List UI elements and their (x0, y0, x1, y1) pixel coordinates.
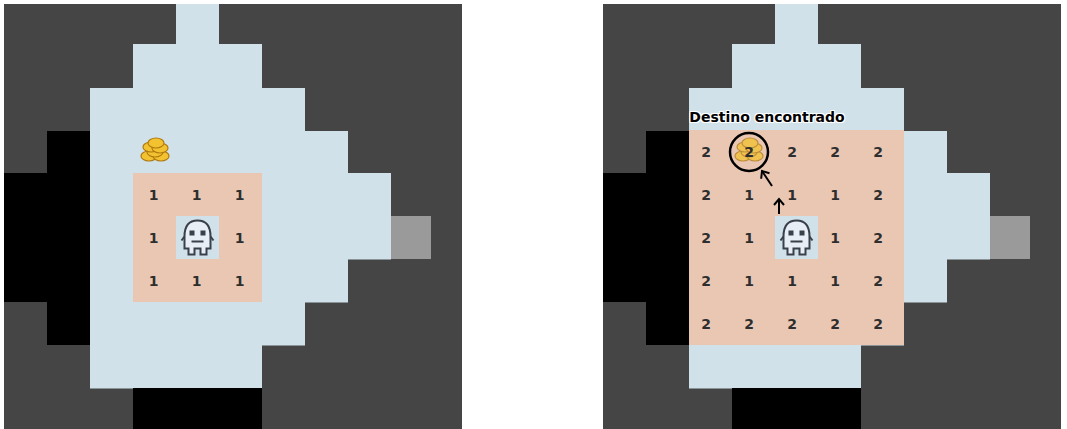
distance-number: 1 (787, 273, 797, 289)
distance-number: 1 (149, 187, 159, 203)
distance-number: 2 (744, 144, 754, 160)
door (391, 216, 431, 259)
distance-number: 1 (192, 273, 202, 289)
unexplored-area (133, 388, 262, 429)
distance-number: 2 (830, 316, 840, 332)
distance-number: 1 (235, 273, 245, 289)
distance-number: 1 (149, 230, 159, 246)
room-floor (689, 88, 904, 132)
door (990, 216, 1030, 259)
room-floor (90, 131, 348, 174)
path-arrow (762, 171, 772, 186)
room-floor (732, 44, 861, 89)
unexplored-area (4, 173, 47, 302)
target-circle (730, 133, 768, 171)
distance-number: 1 (192, 187, 202, 203)
unexplored-area (603, 173, 646, 302)
distance-number: 2 (873, 316, 883, 332)
player-sprite (781, 221, 813, 255)
room-floor (133, 44, 262, 89)
distance-number: 1 (787, 187, 797, 203)
room-floor (689, 345, 861, 389)
room-floor (90, 302, 305, 346)
distance-number: 1 (830, 273, 840, 289)
wall-ground (603, 4, 1061, 429)
room-floor (775, 4, 818, 45)
distance-number: 2 (701, 187, 711, 203)
player-sprite (182, 221, 214, 255)
distance-number: 2 (701, 230, 711, 246)
room-floor (90, 345, 262, 389)
distance-number: 2 (744, 316, 754, 332)
map-panel (603, 4, 1061, 429)
distance-number: 1 (744, 230, 754, 246)
distance-number: 1 (149, 273, 159, 289)
distance-number: 2 (787, 316, 797, 332)
wall-ground (4, 4, 462, 429)
room-floor (176, 4, 219, 45)
gold-coins (735, 138, 763, 161)
map-panel (4, 4, 462, 429)
distance-number: 1 (744, 187, 754, 203)
distance-number: 1 (830, 187, 840, 203)
player-tile (775, 216, 818, 259)
arrow-head (761, 171, 769, 179)
distance-number: 2 (787, 144, 797, 160)
unexplored-area (646, 131, 689, 345)
distance-number: 2 (701, 144, 711, 160)
room-floor (90, 88, 305, 132)
distance-number: 1 (744, 273, 754, 289)
unexplored-area (47, 131, 90, 345)
distance-number: 2 (701, 273, 711, 289)
distance-number: 2 (873, 230, 883, 246)
gold-coins (141, 138, 169, 161)
distance-number: 1 (235, 230, 245, 246)
unexplored-area (732, 388, 861, 429)
arrow-head (774, 199, 784, 205)
search-area (689, 130, 904, 345)
distance-number: 2 (873, 144, 883, 160)
distance-number: 1 (235, 187, 245, 203)
distance-number: 2 (701, 316, 711, 332)
distance-number: 2 (873, 187, 883, 203)
player-tile (176, 216, 219, 259)
search-area (133, 173, 262, 302)
distance-number: 2 (830, 144, 840, 160)
distance-number: 1 (830, 230, 840, 246)
status-label: Destino encontrado (689, 109, 844, 125)
distance-number: 2 (873, 273, 883, 289)
